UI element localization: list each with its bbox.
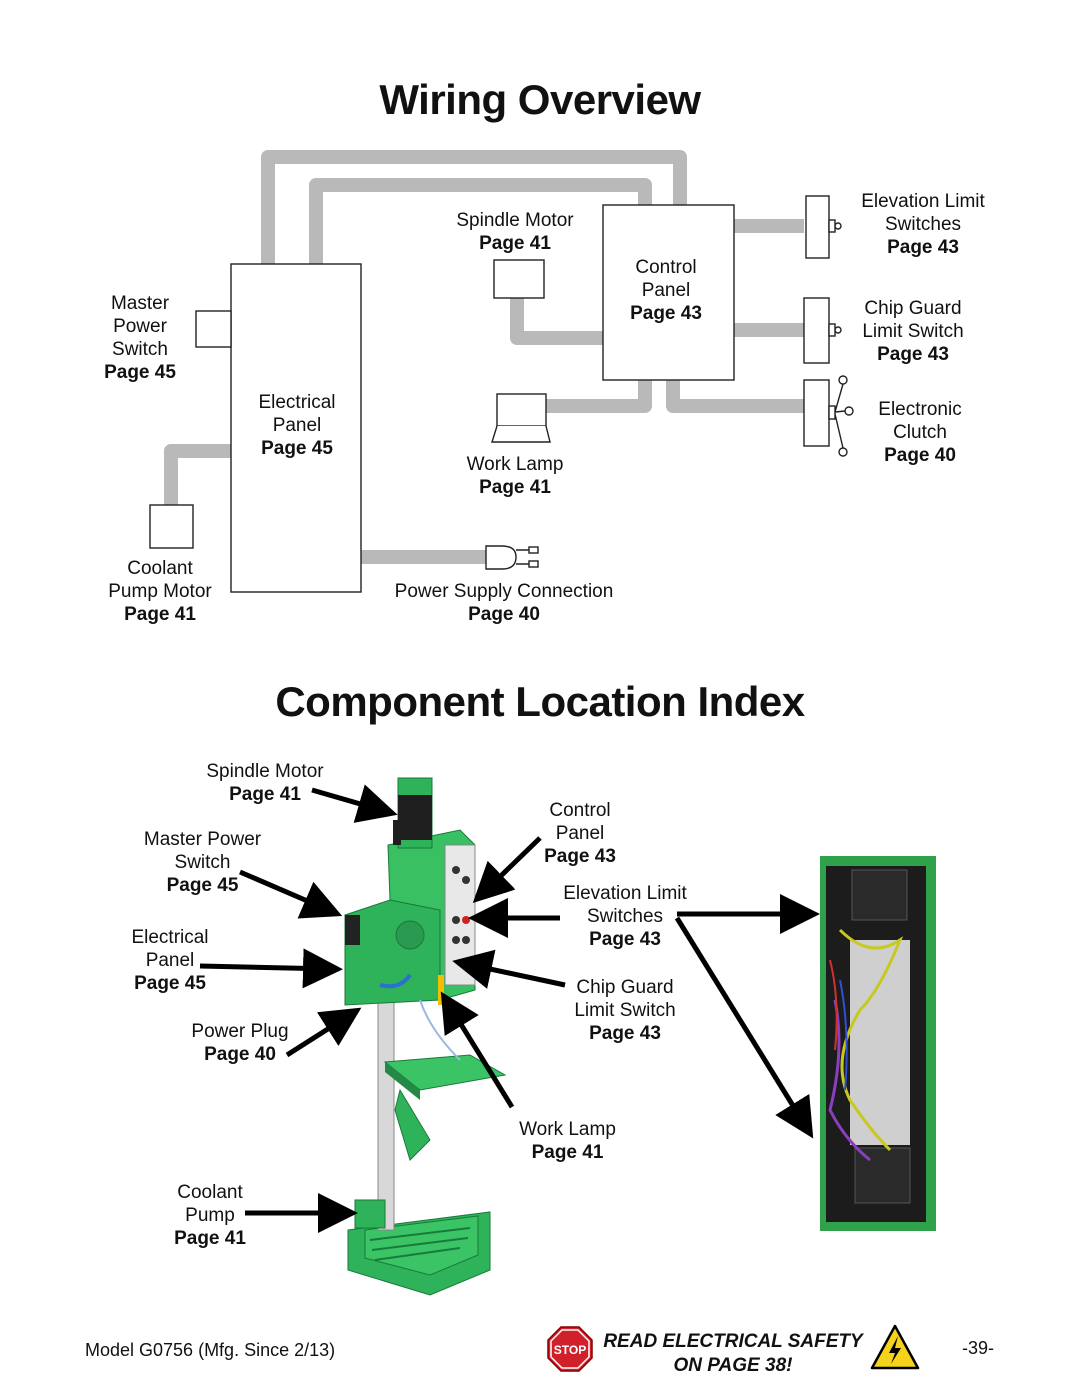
wiring-overview-title: Wiring Overview: [379, 76, 701, 123]
switch-box-photo: [820, 856, 936, 1231]
footer-model: Model G0756 (Mfg. Since 2/13): [85, 1340, 336, 1360]
arrow-work-lamp: [440, 991, 515, 1109]
component-index-title: Component Location Index: [275, 678, 805, 725]
control-panel-box: [602, 204, 735, 381]
arrow-electrical-panel: [199, 948, 343, 989]
electrical-hazard-icon: [870, 1324, 920, 1370]
arrow-power-plug: [285, 1007, 362, 1058]
electrical-safety-warning: READ ELECTRICAL SAFETY ON PAGE 38!: [603, 1331, 863, 1376]
arrow-chip-guard: [452, 949, 566, 989]
clutch-box: [803, 379, 830, 447]
spindle-motor-box: [493, 259, 545, 299]
stop-sign-icon: STOP: [547, 1326, 593, 1372]
arrow-master-switch: [239, 869, 343, 919]
master-switch-box: [195, 310, 232, 348]
coolant-pump-box: [149, 504, 194, 549]
wiring-diagram: [149, 150, 854, 593]
power-plug-icon: [485, 545, 517, 570]
electrical-panel-box: [230, 263, 362, 593]
page-number: -39-: [962, 1338, 995, 1358]
stop-text: STOP: [554, 1343, 586, 1357]
chip-guard-switch-box: [803, 297, 830, 364]
arrow-control-panel: [472, 836, 542, 903]
arrow-elevation-photo-bottom: [674, 916, 814, 1139]
arrow-spindle-motor: [311, 784, 398, 823]
drill-press-image: [344, 777, 507, 1296]
